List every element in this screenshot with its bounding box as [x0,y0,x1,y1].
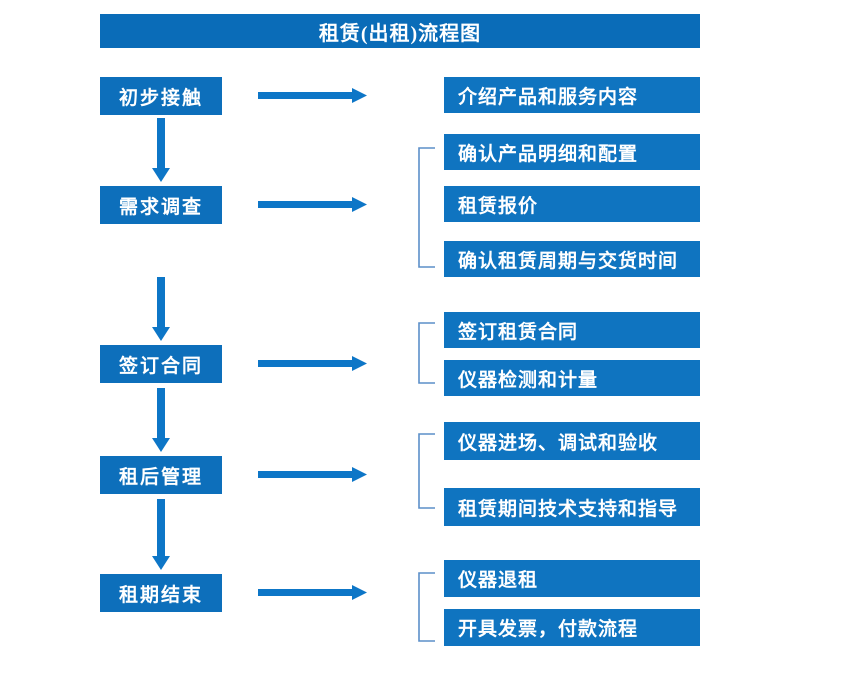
detail-box-8[interactable]: 租赁期间技术支持和指导 [444,488,700,526]
vertical-arrow-4-to-5 [148,499,174,571]
vertical-arrow-1-to-2 [148,118,174,183]
detail-box-1[interactable]: 介绍产品和服务内容 [444,77,700,113]
stage-box-1[interactable]: 初步接触 [100,77,222,115]
horizontal-arrow-stage-3 [258,353,368,375]
stage-box-3[interactable]: 签订合同 [100,345,222,383]
vertical-arrow-2-to-3 [148,277,174,342]
stage-box-5[interactable]: 租期结束 [100,574,222,612]
horizontal-arrow-stage-5 [258,582,368,604]
stage-box-4[interactable]: 租后管理 [100,456,222,494]
group-bracket-stage-5 [418,572,436,642]
detail-box-5[interactable]: 签订租赁合同 [444,312,700,348]
detail-box-4[interactable]: 确认租赁周期与交货时间 [444,241,700,277]
group-bracket-stage-4 [418,433,436,509]
group-bracket-stage-2 [418,147,436,268]
vertical-arrow-3-to-4 [148,388,174,453]
horizontal-arrow-stage-2 [258,194,368,216]
detail-box-9[interactable]: 仪器退租 [444,560,700,597]
detail-box-3[interactable]: 租赁报价 [444,186,700,222]
horizontal-arrow-stage-4 [258,464,368,486]
page-title: 租赁(出租)流程图 [100,14,700,48]
stage-box-2[interactable]: 需求调查 [100,186,222,224]
horizontal-arrow-stage-1 [258,85,368,107]
detail-box-10[interactable]: 开具发票，付款流程 [444,609,700,646]
detail-box-6[interactable]: 仪器检测和计量 [444,360,700,396]
detail-box-2[interactable]: 确认产品明细和配置 [444,134,700,170]
detail-box-7[interactable]: 仪器进场、调试和验收 [444,422,700,460]
group-bracket-stage-3 [418,322,436,384]
